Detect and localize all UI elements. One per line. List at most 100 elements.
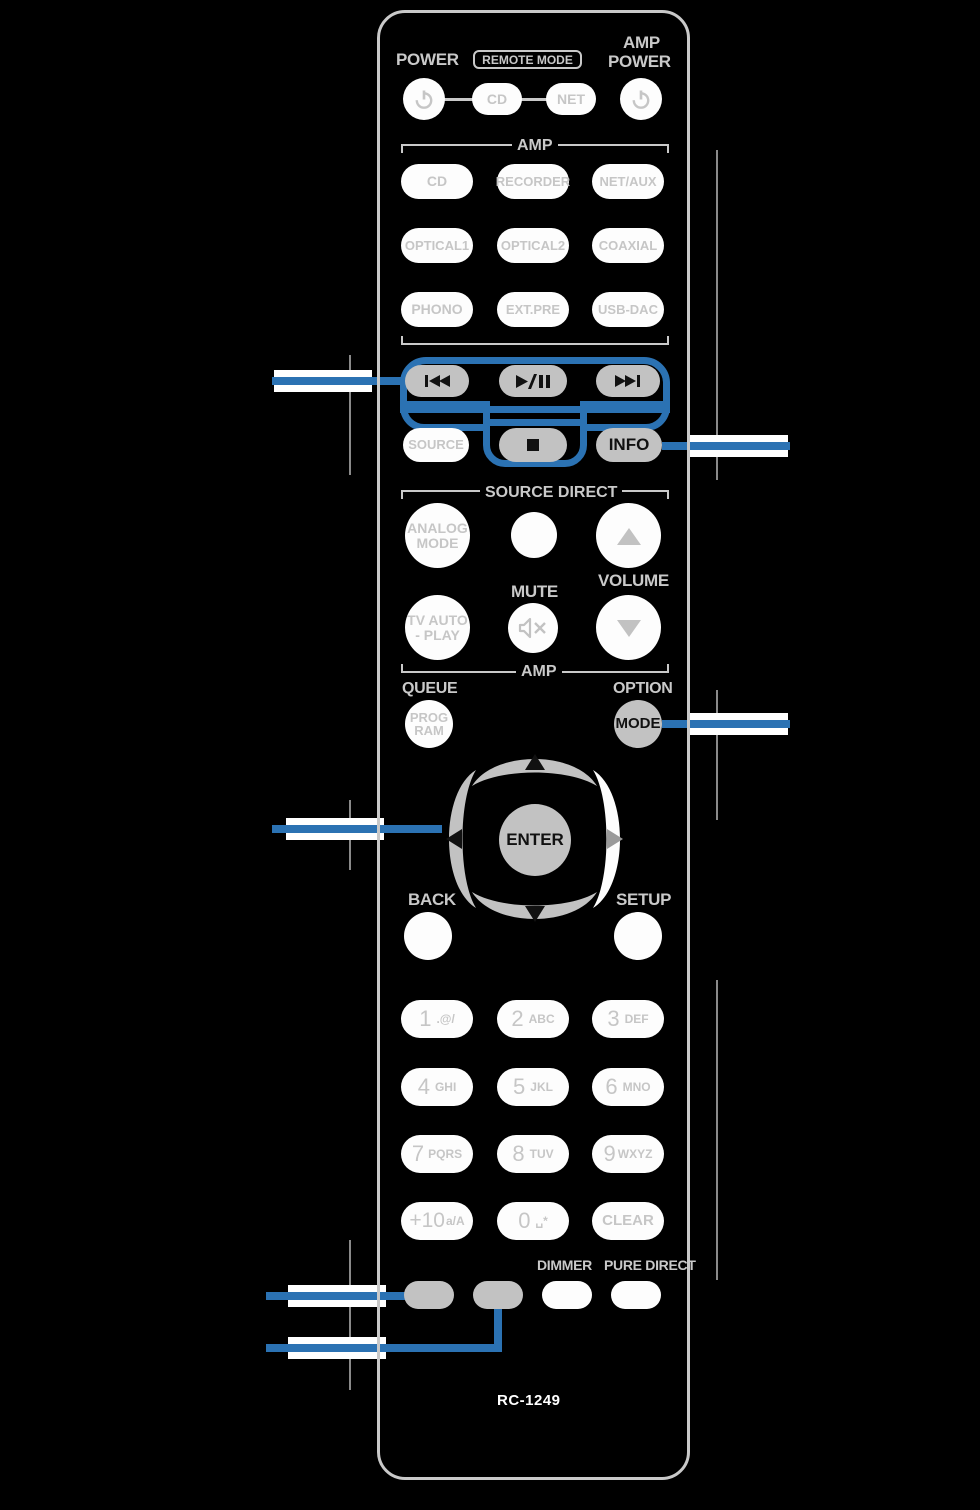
callout-bottom1-halo-bot	[288, 1300, 386, 1307]
source-button-netaux[interactable]: NET/AUX	[592, 164, 664, 199]
callout-bottom1-line	[266, 1292, 416, 1300]
key-sub: WXYZ	[617, 1146, 653, 1161]
source-label: OPTICAL2	[500, 237, 566, 253]
enter-button[interactable]: ENTER	[499, 804, 571, 876]
previous-track-icon	[425, 375, 450, 387]
tv-auto-label-1: TV AUTO	[407, 612, 468, 629]
remote-control-body	[377, 10, 690, 1480]
dimmer-label: DIMMER	[537, 1257, 592, 1273]
analog-mode-button[interactable]: ANALOG MODE	[405, 503, 470, 568]
next-button[interactable]	[596, 365, 660, 397]
key-sub: PQRS	[428, 1146, 463, 1161]
triangle-left-icon	[446, 829, 462, 849]
cursor-right-button[interactable]	[589, 766, 637, 912]
key-1[interactable]: 1.@/	[401, 1000, 473, 1038]
mute-button[interactable]	[508, 603, 558, 653]
cursor-up-button[interactable]	[468, 744, 601, 792]
program-label-1: PROG	[409, 709, 449, 725]
program-button[interactable]: PROG RAM	[405, 700, 453, 748]
source-button-cd[interactable]: CD	[401, 164, 473, 199]
source-button-optical2[interactable]: OPTICAL2	[497, 228, 569, 263]
amp-source-bracket-label: AMP	[512, 138, 558, 154]
source-direct-button[interactable]	[511, 512, 557, 558]
bottom-button-1[interactable]	[404, 1281, 454, 1309]
mode-button[interactable]: MODE	[614, 700, 662, 748]
info-button[interactable]: INFO	[596, 428, 662, 462]
previous-button[interactable]	[405, 365, 469, 397]
callout-bottom2-riser	[494, 1298, 502, 1348]
stop-button[interactable]	[499, 428, 567, 462]
play-pause-button[interactable]	[499, 365, 567, 397]
key-digit: 8	[512, 1140, 525, 1166]
source-button-phono[interactable]: PHONO	[401, 292, 473, 327]
key-sub: .@/	[436, 1011, 455, 1026]
guide-rail-left-3	[349, 1240, 351, 1390]
remote-mode-connector-1	[443, 98, 475, 101]
triangle-down-icon	[616, 619, 641, 637]
back-button[interactable]	[404, 912, 452, 960]
source-button-coaxial[interactable]: COAXIAL	[592, 228, 664, 263]
setup-button[interactable]	[614, 912, 662, 960]
cursor-up-shape	[472, 759, 597, 786]
source-button-recorder[interactable]: RECORDER	[496, 164, 570, 199]
key-digit: 6	[605, 1073, 618, 1099]
source-label: CD	[426, 173, 448, 190]
triangle-down-icon	[525, 906, 545, 922]
mute-speaker-icon	[518, 617, 546, 639]
callout-info-line	[662, 442, 790, 450]
source-label: EXT.PRE	[505, 301, 561, 317]
mode-label: MODE	[615, 715, 661, 733]
pure-direct-button[interactable]	[611, 1281, 661, 1309]
enter-label: ENTER	[506, 830, 564, 850]
cursor-down-button[interactable]	[468, 886, 601, 934]
power-button[interactable]	[403, 78, 445, 120]
cursor-left-shape	[449, 770, 476, 908]
remote-mode-net-label: NET	[557, 90, 585, 107]
callout-transport-line	[272, 377, 402, 385]
key-digit: CLEAR	[602, 1212, 654, 1230]
cursor-right-shape	[593, 770, 620, 908]
dimmer-button[interactable]	[542, 1281, 592, 1309]
source-label: OPTICAL1	[404, 237, 470, 253]
remote-mode-net-button[interactable]: NET	[546, 83, 596, 115]
key-0[interactable]: 0␣*	[497, 1202, 569, 1240]
volume-down-button[interactable]	[596, 595, 661, 660]
key-digit: 7	[411, 1140, 425, 1166]
key-digit: +10	[409, 1209, 445, 1233]
source-label: NET/AUX	[599, 173, 657, 189]
key-sub: JKL	[530, 1079, 553, 1094]
volume-up-button[interactable]	[596, 503, 661, 568]
source-button-optical1[interactable]: OPTICAL1	[401, 228, 473, 263]
remote-mode-cd-button[interactable]: CD	[472, 83, 522, 115]
key-clear[interactable]: CLEAR	[592, 1202, 664, 1240]
guide-rail-left	[349, 355, 351, 475]
callout-mode-halo-top	[690, 713, 788, 720]
bottom-button-2[interactable]	[473, 1281, 523, 1309]
amp-power-label-line1: AMP	[623, 33, 660, 52]
triangle-right-icon	[607, 829, 623, 849]
callout-bottom1-halo-top	[288, 1285, 386, 1292]
source-select-button[interactable]: SOURCE	[403, 428, 469, 462]
source-button-extpre[interactable]: EXT.PRE	[497, 292, 569, 327]
cursor-left-button[interactable]	[432, 766, 480, 912]
callout-cursor-halo-bot	[286, 833, 384, 840]
callout-cursor-line	[272, 825, 442, 833]
analog-mode-label-2: MODE	[416, 534, 459, 551]
source-label: PHONO	[411, 301, 463, 318]
key-sub: GHI	[434, 1079, 457, 1094]
guide-rail-right-3	[716, 980, 718, 1280]
source-button-usbdac[interactable]: USB-DAC	[592, 292, 664, 327]
remote-mode-bracket: REMOTE MODE	[473, 50, 582, 69]
amp-power-button[interactable]	[620, 78, 662, 120]
tv-auto-play-button[interactable]: TV AUTO - PLAY	[405, 595, 470, 660]
remote-mode-cd-label: CD	[486, 90, 508, 107]
